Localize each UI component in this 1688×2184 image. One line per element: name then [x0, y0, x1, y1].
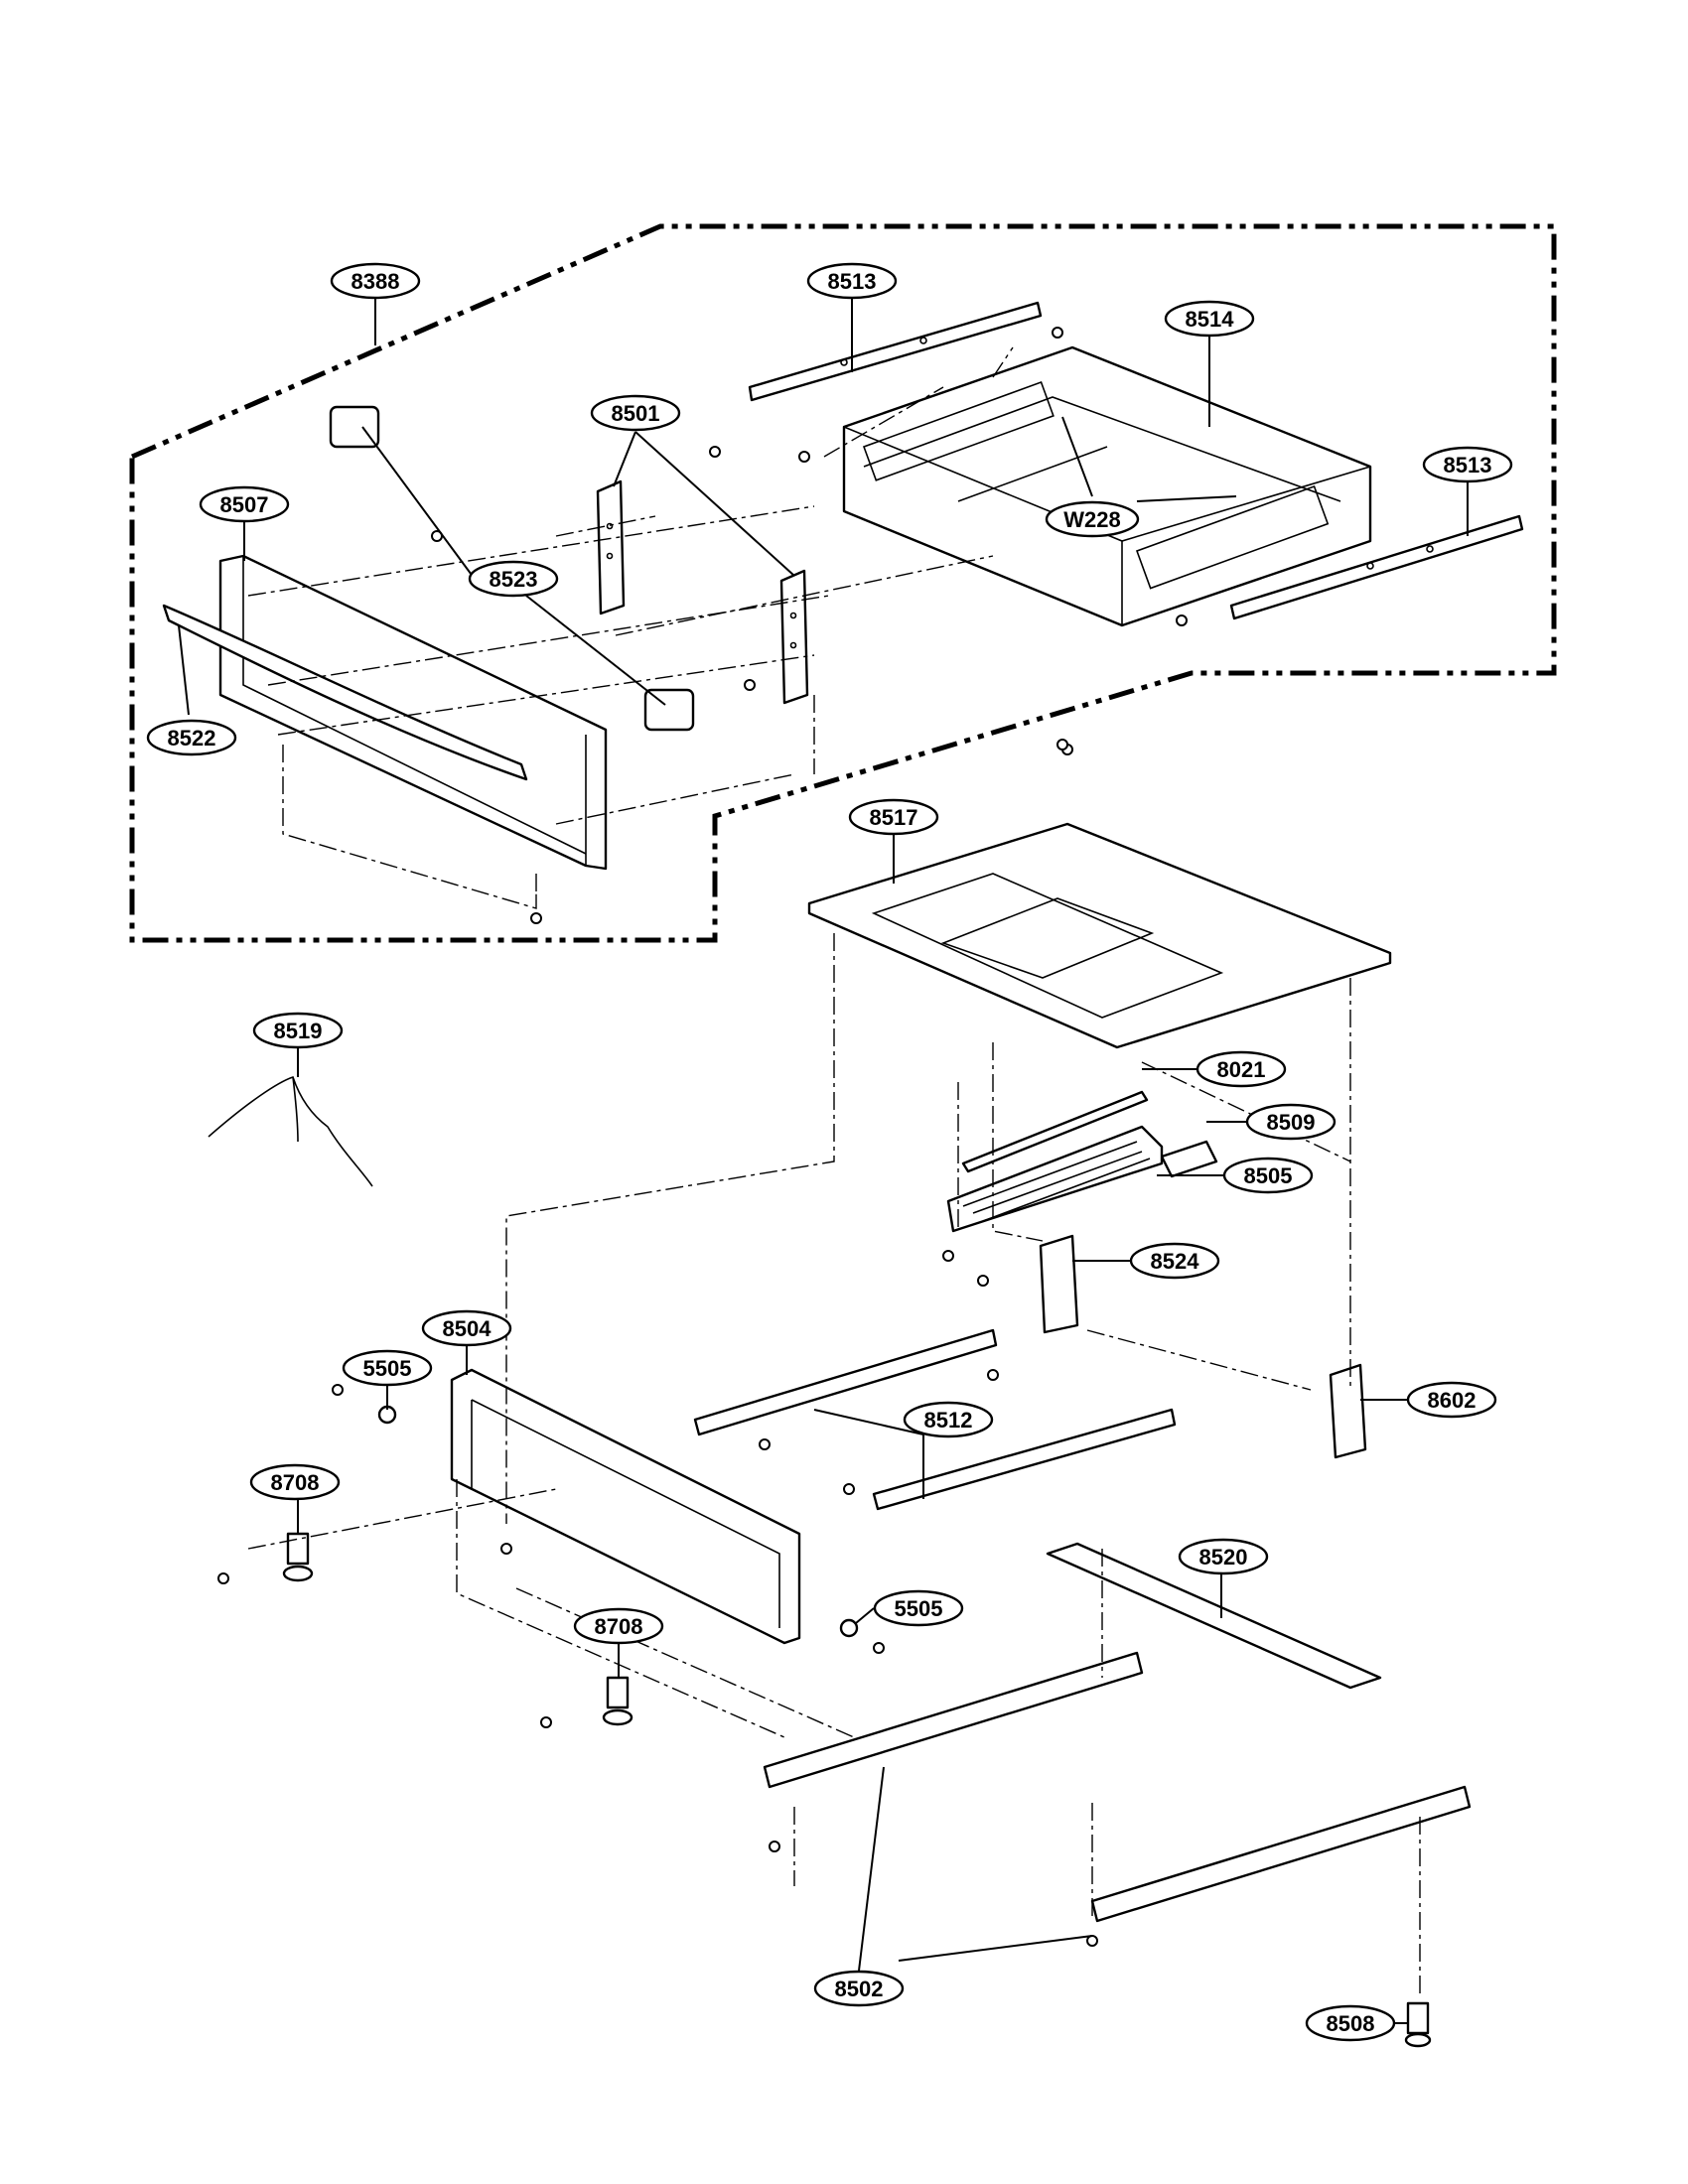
svg-text:8501: 8501	[612, 401, 660, 426]
svg-text:8522: 8522	[168, 726, 216, 751]
part-label-8524: 8524	[1129, 1242, 1220, 1280]
part-label-8501: 8501	[590, 394, 681, 432]
part-label-8505: 8505	[1222, 1157, 1314, 1194]
heater-cover	[946, 1125, 1164, 1233]
side-bracket-right	[1329, 1363, 1367, 1459]
part-label-8523: 8523	[468, 560, 559, 598]
drawer-bracket-right	[779, 569, 809, 705]
drawer-slide-rail-lower	[1229, 514, 1524, 620]
foot-bolt	[1404, 2001, 1432, 2048]
svg-text:8512: 8512	[924, 1408, 973, 1433]
svg-text:8602: 8602	[1428, 1388, 1477, 1413]
assembly-guide-lines-upper	[247, 346, 1014, 909]
part-label-8602: 8602	[1406, 1381, 1497, 1419]
part-label-8504: 8504	[421, 1309, 512, 1347]
leveling-foot-right	[602, 1676, 633, 1726]
svg-text:8502: 8502	[835, 1977, 884, 2001]
part-label-8512: 8512	[903, 1401, 994, 1438]
screw-set-lower	[217, 739, 1098, 1947]
svg-text:8513: 8513	[828, 269, 877, 294]
screw-set-upper	[431, 327, 1188, 924]
handle-bracket-right	[643, 688, 695, 732]
svg-text:8507: 8507	[220, 492, 269, 517]
svg-text:8708: 8708	[271, 1470, 320, 1495]
svg-text:W228: W228	[1063, 507, 1120, 532]
wire-harness	[208, 1075, 373, 1187]
drawer-slide-rail-upper	[748, 301, 1043, 402]
part-label-8520: 8520	[1178, 1538, 1269, 1575]
part-label-8522: 8522	[146, 719, 237, 756]
drawer-handle	[162, 604, 528, 781]
handle-bracket-left	[329, 405, 380, 449]
washer-right	[839, 1618, 859, 1638]
svg-text:8524: 8524	[1151, 1249, 1200, 1274]
svg-text:8708: 8708	[595, 1614, 643, 1639]
side-bracket-center	[1039, 1234, 1079, 1334]
part-label-8708-right: 8708	[573, 1607, 664, 1645]
svg-text:8520: 8520	[1199, 1545, 1248, 1570]
svg-text:8514: 8514	[1186, 307, 1235, 332]
part-label-5505-right: 5505	[873, 1589, 964, 1627]
heater-bracket	[1160, 1140, 1218, 1178]
part-label-8517: 8517	[848, 798, 939, 836]
bottom-tray	[1046, 1542, 1382, 1690]
svg-text:8519: 8519	[274, 1019, 323, 1043]
part-label-8507: 8507	[199, 485, 290, 523]
part-label-8509: 8509	[1245, 1103, 1336, 1141]
drawer-front-panel	[218, 554, 608, 871]
drawer-tub	[842, 345, 1372, 627]
base-rail-front	[763, 1651, 1144, 1789]
top-cover-panel	[807, 822, 1392, 1049]
part-label-8388: 8388	[330, 262, 421, 300]
svg-text:8505: 8505	[1244, 1163, 1293, 1188]
part-label-8508: 8508	[1305, 2004, 1396, 2042]
part-label-8021: 8021	[1196, 1050, 1287, 1088]
part-label-8708-left: 8708	[249, 1463, 341, 1501]
svg-text:8517: 8517	[870, 805, 918, 830]
base-rail-rear	[1090, 1785, 1472, 1923]
slide-rail-left	[693, 1328, 998, 1436]
svg-text:8513: 8513	[1444, 453, 1492, 478]
drawer-assembly-boundary	[129, 223, 1557, 943]
part-label-w228: W228	[1045, 500, 1140, 538]
svg-text:5505: 5505	[363, 1356, 412, 1381]
part-label-8502: 8502	[813, 1970, 905, 2007]
part-label-8514: 8514	[1164, 300, 1255, 338]
svg-text:8504: 8504	[443, 1316, 492, 1341]
svg-text:8021: 8021	[1217, 1057, 1266, 1082]
svg-text:8388: 8388	[352, 269, 400, 294]
heater-rod	[961, 1090, 1149, 1173]
svg-text:8523: 8523	[490, 567, 538, 592]
front-frame	[450, 1368, 801, 1645]
drawer-bracket-left	[596, 479, 626, 615]
part-label-8513-right: 8513	[1422, 446, 1513, 483]
svg-text:5505: 5505	[895, 1596, 943, 1621]
part-label-8513-top: 8513	[806, 262, 898, 300]
part-label-5505-left: 5505	[342, 1349, 433, 1387]
svg-text:8509: 8509	[1267, 1110, 1316, 1135]
svg-text:8508: 8508	[1327, 2011, 1375, 2036]
assembly-guide-lines-lower	[247, 933, 1421, 1995]
part-label-8519: 8519	[252, 1012, 344, 1049]
slide-rail-right	[872, 1408, 1177, 1511]
